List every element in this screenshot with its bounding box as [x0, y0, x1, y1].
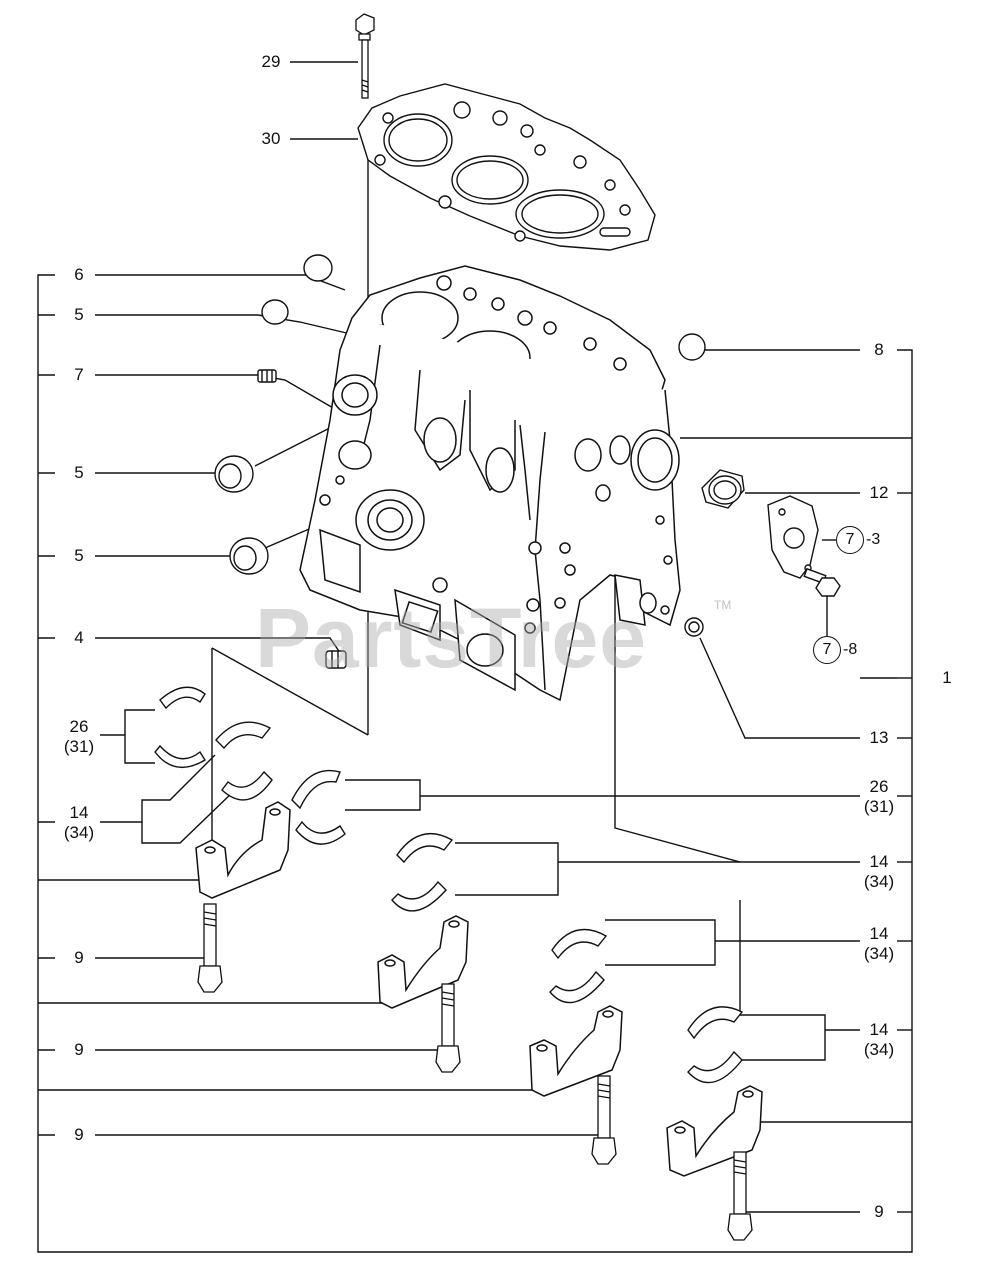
- callout-14-r1[interactable]: 14: [869, 852, 889, 871]
- trademark-mark: TM: [714, 598, 732, 612]
- callout-7-8-circle[interactable]: 7: [813, 636, 841, 664]
- bearing-shell-g3-lower-icon: [687, 1050, 743, 1084]
- callout-14-r2[interactable]: 14: [869, 924, 889, 943]
- plug-4-icon: [325, 650, 347, 669]
- callout-26-right-alt: (31): [863, 797, 895, 816]
- bearing-shell-upper-icon: [215, 721, 272, 750]
- head-bolt-icon: [355, 13, 375, 99]
- cap-bolt-4-icon: [727, 1151, 753, 1241]
- callout-5a[interactable]: 5: [74, 305, 84, 324]
- cap-bolt-3-icon: [591, 1075, 617, 1165]
- partstree-watermark: PartsTree: [255, 591, 647, 685]
- cover-bolt-icon: [803, 567, 841, 597]
- callout-13[interactable]: 13: [869, 728, 889, 747]
- thrust-washer-lower-icon: [154, 744, 206, 769]
- main-cap-3-icon: [529, 1005, 623, 1097]
- bearing-shell-g1-lower-icon: [391, 880, 447, 912]
- left-bracket: [37, 274, 913, 1253]
- oil-seal-5b-icon: [214, 455, 254, 493]
- bearing-shell-lower-icon: [221, 770, 273, 801]
- thrust-washer-right-upper-icon: [291, 769, 341, 810]
- callout-14-r3[interactable]: 14: [869, 1020, 889, 1039]
- main-cap-1-icon: [195, 801, 291, 899]
- cap-bolt-1-icon: [197, 903, 223, 993]
- cover-plate-icon: [767, 495, 819, 579]
- callout-12[interactable]: 12: [869, 483, 889, 502]
- o-ring-13-icon: [684, 617, 704, 637]
- callout-30[interactable]: 30: [261, 129, 281, 148]
- bearing-shell-g3-upper-icon: [687, 1006, 744, 1040]
- callout-14-r1-alt: (34): [863, 872, 895, 891]
- callout-14-r3-alt: (34): [863, 1040, 895, 1059]
- callout-26-left-alt: (31): [63, 737, 95, 756]
- callout-29[interactable]: 29: [261, 52, 281, 71]
- cylinder-block-icon: [299, 265, 681, 702]
- callout-9c[interactable]: 9: [74, 1125, 84, 1144]
- callout-14-r2-alt: (34): [863, 944, 895, 963]
- plug-7-icon: [257, 369, 277, 383]
- callout-9b[interactable]: 9: [74, 1040, 84, 1059]
- thrust-washer-upper-icon: [159, 686, 206, 710]
- callout-1[interactable]: 1: [942, 668, 952, 687]
- thrust-washer-right-lower-icon: [295, 820, 346, 845]
- oil-seal-5c-icon: [229, 537, 269, 575]
- callout-5b[interactable]: 5: [74, 463, 84, 482]
- bearing-shell-g2-lower-icon: [549, 970, 605, 1004]
- head-gasket-icon: [357, 83, 656, 251]
- callout-4[interactable]: 4: [74, 628, 84, 647]
- callout-26-left[interactable]: 26: [69, 717, 89, 736]
- callout-9d[interactable]: 9: [874, 1202, 884, 1221]
- callout-8[interactable]: 8: [874, 340, 884, 359]
- callout-26-right[interactable]: 26: [869, 777, 889, 796]
- bearing-shell-g2-upper-icon: [551, 928, 608, 960]
- callout-7[interactable]: 7: [74, 365, 84, 384]
- bushing-12-icon: [701, 469, 745, 509]
- plug-6-icon: [303, 254, 333, 282]
- plug-5a-icon: [261, 299, 289, 325]
- callout-9a[interactable]: 9: [74, 948, 84, 967]
- callout-7-8-suffix: -8: [843, 641, 858, 658]
- plug-8-icon: [678, 333, 706, 361]
- callout-7-3-circle[interactable]: 7: [836, 526, 864, 554]
- callout-7-3-suffix: -3: [866, 531, 881, 548]
- callout-14-left[interactable]: 14: [69, 803, 89, 822]
- cap-bolt-2-icon: [435, 983, 461, 1073]
- callout-5c[interactable]: 5: [74, 546, 84, 565]
- bearing-shell-g1-upper-icon: [396, 832, 454, 864]
- callout-14-left-alt: (34): [63, 823, 95, 842]
- callout-6[interactable]: 6: [74, 265, 84, 284]
